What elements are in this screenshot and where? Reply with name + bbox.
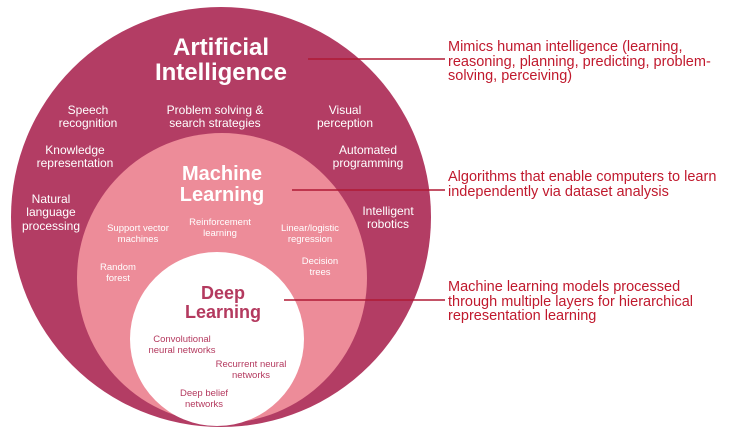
dl-circle [130,252,304,426]
ai-term-problem-solving: Problem solving & search strategies [166,103,264,131]
ai-term-speech: Speech recognition [58,103,118,131]
ai-term-robotics: Intelligent robotics [362,204,414,232]
dl-title: Deep Learning [184,283,261,322]
dl-description: Machine learning models processed throug… [448,279,693,324]
ai-term-visual: Visual perception [316,103,374,131]
ai-term-knowledge: Knowledge representation [36,143,114,171]
ml-term-decision-trees: Decision trees [301,256,339,278]
ml-term-regression: Linear/logistic regression [280,223,340,245]
dl-term-rnn: Recurrent neural networks [215,359,287,381]
ml-title: Machine Learning [179,163,265,206]
ai-term-automated: Automated programming [332,143,404,171]
dl-term-dbn: Deep belief networks [179,388,229,410]
ai-title: Artificial Intelligence [154,34,288,87]
ml-term-reinforcement: Reinforcement learning [189,217,251,239]
ai-term-nlp: Natural language processing [21,192,81,233]
dl-term-cnn: Convolutional neural networks [148,334,216,356]
ai-description: Mimics human intelligence (learning, rea… [448,39,711,84]
ml-term-svm: Support vector machines [107,223,169,245]
ml-term-random-forest: Random forest [100,262,136,284]
ml-description: Algorithms that enable computers to lear… [448,169,717,200]
